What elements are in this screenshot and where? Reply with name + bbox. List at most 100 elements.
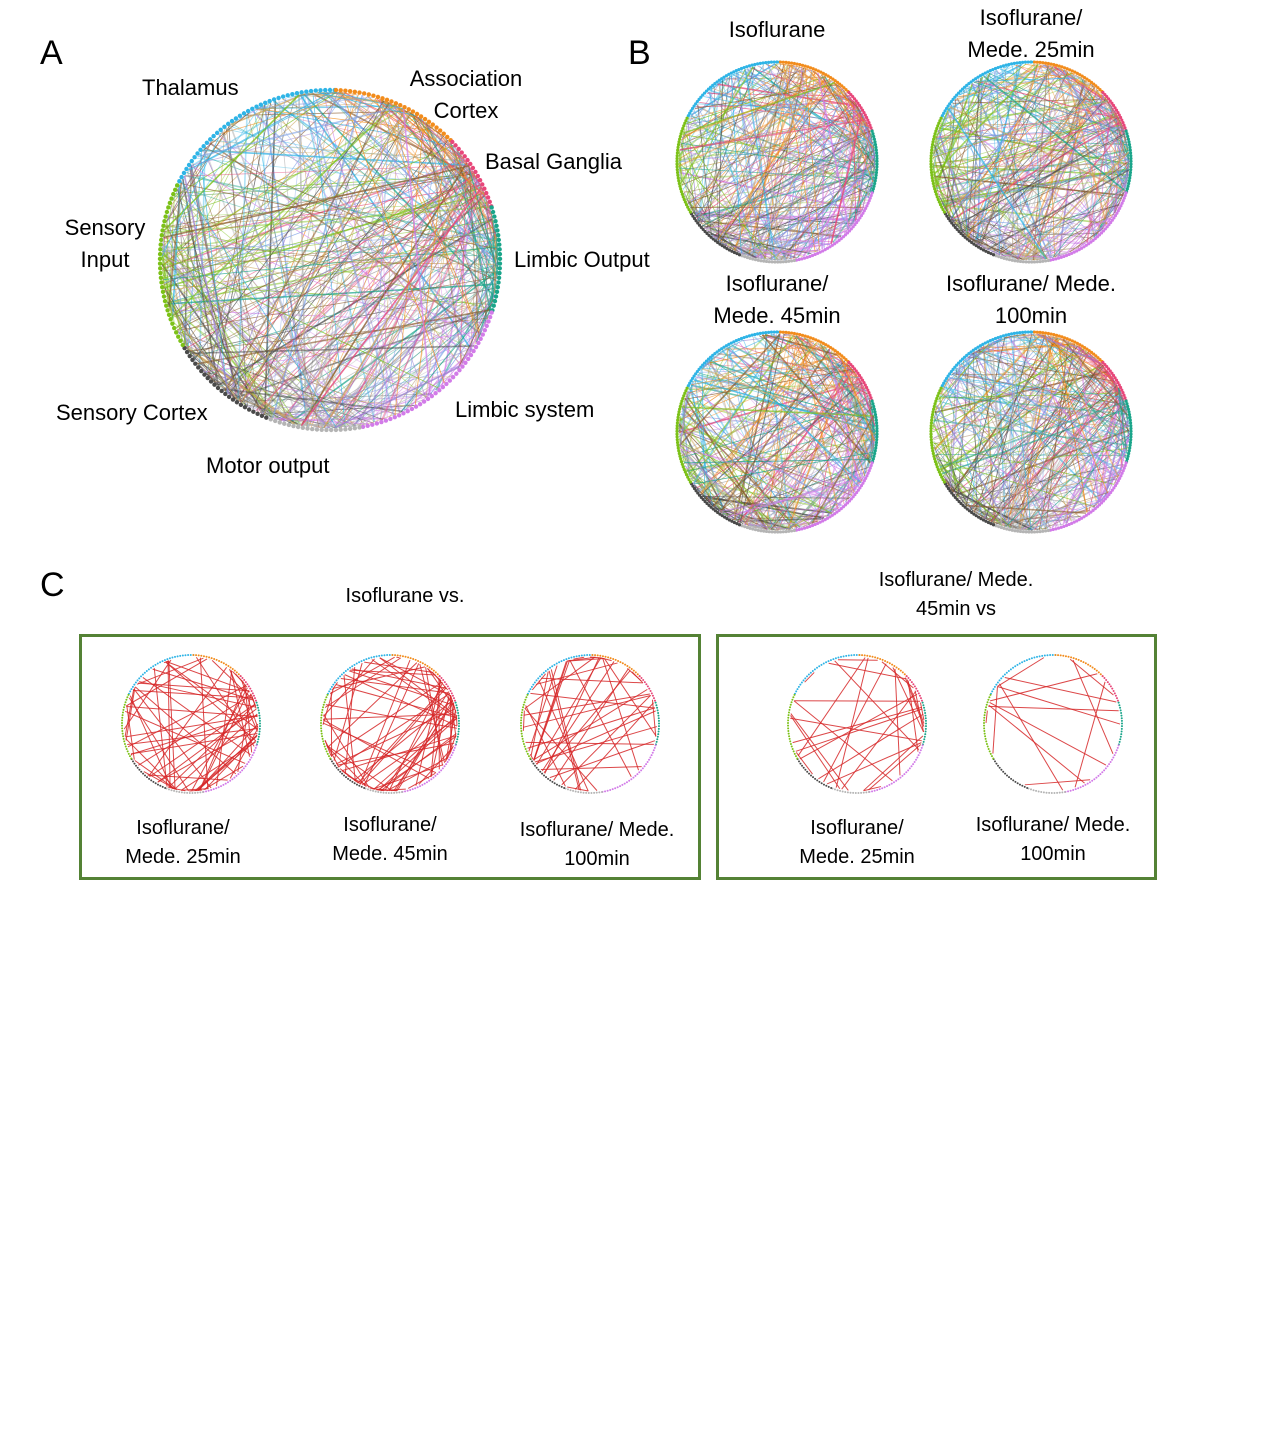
region-node xyxy=(541,772,544,775)
region-node xyxy=(258,727,261,730)
region-node xyxy=(445,763,448,766)
region-node xyxy=(991,337,995,342)
connection-edge xyxy=(967,333,1037,508)
region-node xyxy=(798,760,801,763)
region-node xyxy=(1122,196,1126,200)
region-node xyxy=(656,709,659,712)
region-node xyxy=(875,424,879,428)
region-node xyxy=(690,106,695,111)
connection-edge xyxy=(693,451,873,485)
connection-edge xyxy=(162,243,329,429)
region-node xyxy=(218,127,223,132)
region-node xyxy=(358,784,361,787)
connection-edge xyxy=(324,657,402,708)
region-node xyxy=(254,746,257,749)
region-node xyxy=(891,663,894,666)
connection-edge xyxy=(694,85,839,216)
region-node xyxy=(851,495,855,499)
connection-edge xyxy=(202,149,469,167)
region-node xyxy=(878,788,881,791)
connection-edge xyxy=(302,93,354,426)
region-node xyxy=(890,782,893,785)
region-node xyxy=(842,655,845,658)
region-node xyxy=(1080,659,1083,662)
region-node xyxy=(330,685,333,688)
region-node xyxy=(125,747,128,750)
region-node xyxy=(244,765,247,768)
region-node xyxy=(1127,451,1131,456)
region-node xyxy=(933,132,937,136)
connection-edge xyxy=(1095,88,1128,146)
region-node xyxy=(453,699,456,702)
region-node xyxy=(1018,529,1023,534)
region-node xyxy=(866,654,869,657)
region-node xyxy=(988,750,991,753)
connection-edge xyxy=(1039,64,1113,218)
connection-edge xyxy=(326,744,393,792)
region-node xyxy=(929,159,933,163)
connection-edge xyxy=(748,522,815,527)
connection-edge xyxy=(971,83,1052,259)
region-node xyxy=(953,365,957,369)
region-node xyxy=(192,155,197,160)
connection-edge xyxy=(978,348,1126,407)
region-node xyxy=(1036,655,1039,658)
connection-edge xyxy=(1070,71,1088,83)
region-node xyxy=(233,669,236,672)
region-node xyxy=(816,69,820,73)
connection-edge xyxy=(1008,393,1122,528)
region-node xyxy=(254,104,259,109)
region-node xyxy=(991,253,996,257)
connection-edge xyxy=(808,412,874,525)
region-node xyxy=(1003,673,1006,676)
region-node xyxy=(190,357,195,363)
region-node xyxy=(210,657,213,660)
region-node xyxy=(351,665,354,668)
region-node xyxy=(423,782,426,785)
connection-edge xyxy=(1025,189,1126,261)
region-node xyxy=(490,209,496,215)
region-node xyxy=(1099,673,1102,676)
connection-edge xyxy=(388,682,444,792)
connection-edge xyxy=(952,182,1127,222)
c-diff-mede-25 xyxy=(121,654,261,794)
connection-edge xyxy=(728,346,859,487)
region-node xyxy=(1109,760,1112,763)
region-node xyxy=(875,168,879,172)
connection-edge xyxy=(766,64,870,195)
region-node xyxy=(192,654,195,657)
region-node xyxy=(957,229,961,234)
region-node xyxy=(840,354,844,358)
region-node xyxy=(1056,791,1059,794)
connection-edge xyxy=(724,70,812,80)
region-node xyxy=(762,259,766,263)
region-node xyxy=(497,266,502,271)
region-node xyxy=(1095,505,1099,509)
region-node xyxy=(841,235,845,239)
region-node xyxy=(426,665,429,668)
region-node xyxy=(1117,383,1121,387)
connection-edge xyxy=(804,672,815,683)
region-node xyxy=(764,259,769,264)
region-node xyxy=(869,463,873,468)
region-node xyxy=(320,719,323,722)
connection-edge xyxy=(738,116,865,253)
region-node xyxy=(322,706,325,709)
connection-edge xyxy=(1096,359,1114,380)
connection-edge xyxy=(957,497,1090,512)
region-node xyxy=(1005,671,1008,674)
region-node xyxy=(841,505,845,509)
connection-edge xyxy=(703,496,850,499)
region-node xyxy=(788,737,791,740)
region-node xyxy=(122,735,125,738)
region-node xyxy=(378,654,381,657)
connection-edge xyxy=(683,90,845,133)
region-node xyxy=(818,520,822,524)
region-node xyxy=(624,663,627,666)
connection-edge xyxy=(1053,336,1119,477)
region-node xyxy=(865,204,869,208)
connection-edge xyxy=(1010,336,1032,531)
region-node xyxy=(809,671,812,674)
connection-edge xyxy=(947,76,1081,214)
connection-edge xyxy=(933,152,952,219)
